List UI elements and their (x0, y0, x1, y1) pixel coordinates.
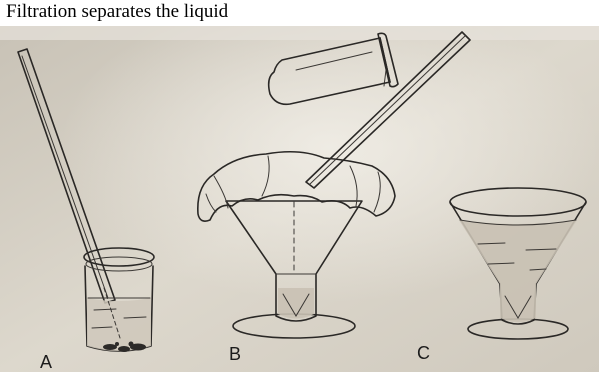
label-c: C (417, 343, 430, 363)
caption: Filtration separates the liquid (6, 1, 228, 23)
label-a: A (40, 352, 52, 372)
label-b: B (229, 344, 241, 364)
filtration-illustration: A B C (0, 26, 599, 372)
